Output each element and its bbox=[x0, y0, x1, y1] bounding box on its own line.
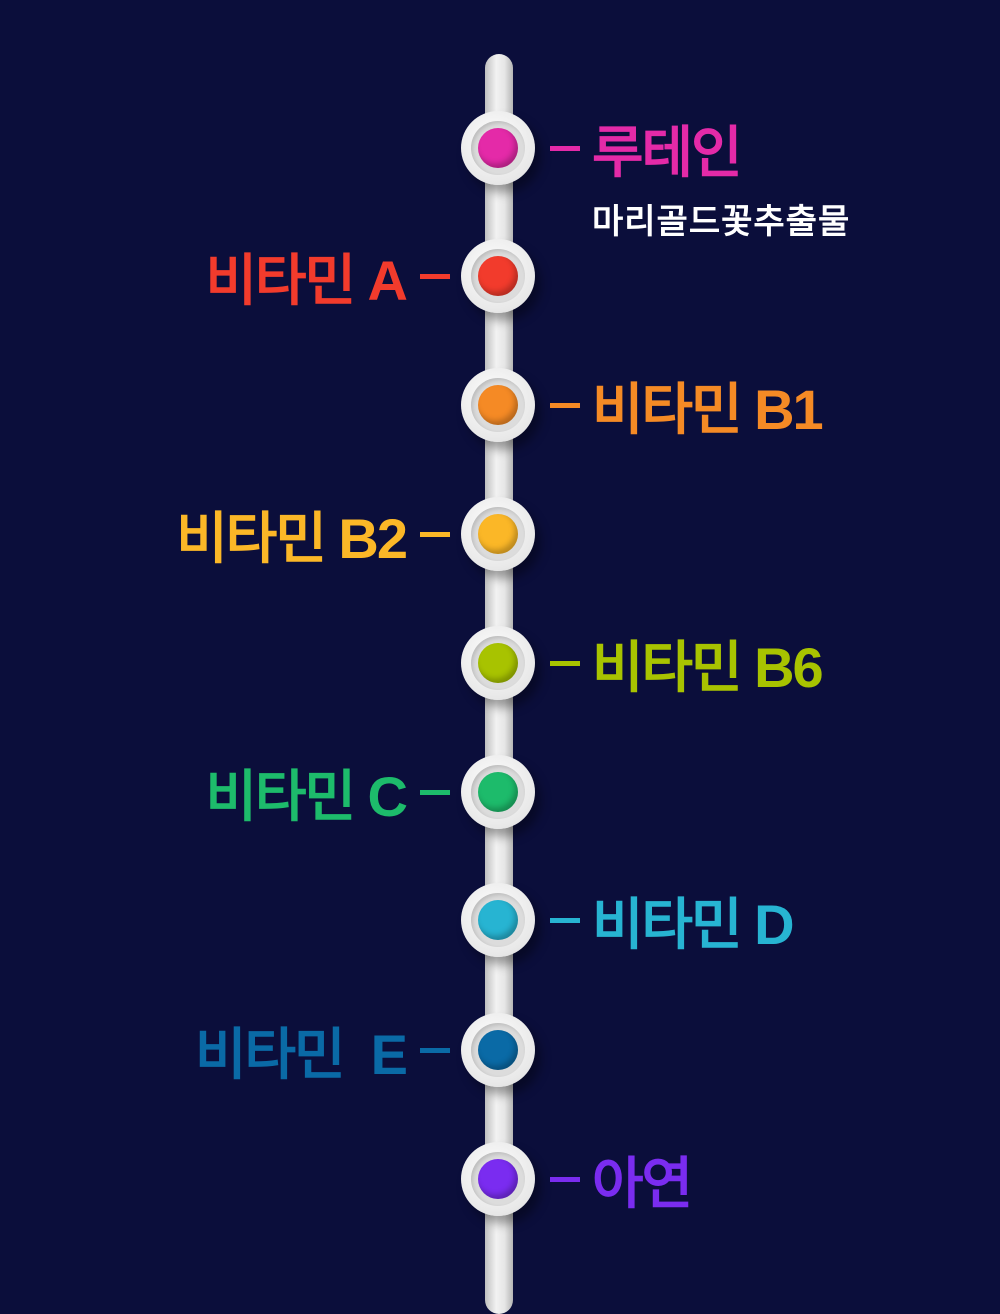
lutein-subtitle: 마리골드꽃추출물 bbox=[592, 203, 851, 241]
nutrient-name: 비타민 B6 bbox=[592, 635, 824, 699]
timeline-node bbox=[461, 497, 535, 571]
nutrient-label: 비타민 A bbox=[205, 241, 450, 312]
node-dot bbox=[478, 385, 518, 425]
timeline-node bbox=[461, 368, 535, 442]
connector-dash bbox=[550, 917, 580, 923]
connector-dash bbox=[550, 1176, 580, 1182]
connector-dash bbox=[550, 145, 580, 151]
nutrient-name: 비타민 B1 bbox=[592, 377, 824, 441]
nutrient-label: 비타민 B6 bbox=[550, 628, 824, 699]
node-dot bbox=[478, 900, 518, 940]
connector-dash bbox=[420, 789, 450, 795]
node-dot bbox=[478, 128, 518, 168]
nutrient-name: 비타민 B2 bbox=[176, 506, 408, 570]
node-dot bbox=[478, 514, 518, 554]
nutrient-name: 아연 bbox=[592, 1151, 693, 1215]
nutrient-label: 비타민 D bbox=[550, 885, 795, 956]
nutrient-label: 비타민 E bbox=[195, 1015, 450, 1086]
node-dot bbox=[478, 1030, 518, 1070]
connector-dash bbox=[420, 273, 450, 279]
nutrient-name: 루테인 bbox=[592, 120, 743, 184]
connector-dash bbox=[550, 402, 580, 408]
nutrient-name: 비타민 E bbox=[194, 1022, 408, 1086]
nutrient-label: 비타민 B1 bbox=[550, 370, 824, 441]
nutrient-label: 비타민 C bbox=[205, 757, 450, 828]
nutrient-name: 비타민 C bbox=[205, 764, 408, 828]
timeline-node bbox=[461, 111, 535, 185]
timeline-node bbox=[461, 1142, 535, 1216]
connector-dash bbox=[420, 531, 450, 537]
nutrient-label: 아연 bbox=[550, 1144, 693, 1215]
connector-dash bbox=[550, 660, 580, 666]
nutrient-label: 비타민 B2 bbox=[176, 499, 450, 570]
connector-dash bbox=[420, 1047, 450, 1053]
nutrient-name: 비타민 A bbox=[205, 248, 408, 312]
timeline-node bbox=[461, 239, 535, 313]
nutrient-label: 루테인 bbox=[550, 113, 743, 184]
node-dot bbox=[478, 1159, 518, 1199]
timeline-node bbox=[461, 1013, 535, 1087]
timeline-node bbox=[461, 755, 535, 829]
timeline-node bbox=[461, 626, 535, 700]
node-dot bbox=[478, 643, 518, 683]
node-dot bbox=[478, 256, 518, 296]
nutrient-name: 비타민 D bbox=[592, 892, 795, 956]
timeline-node bbox=[461, 883, 535, 957]
node-dot bbox=[478, 772, 518, 812]
